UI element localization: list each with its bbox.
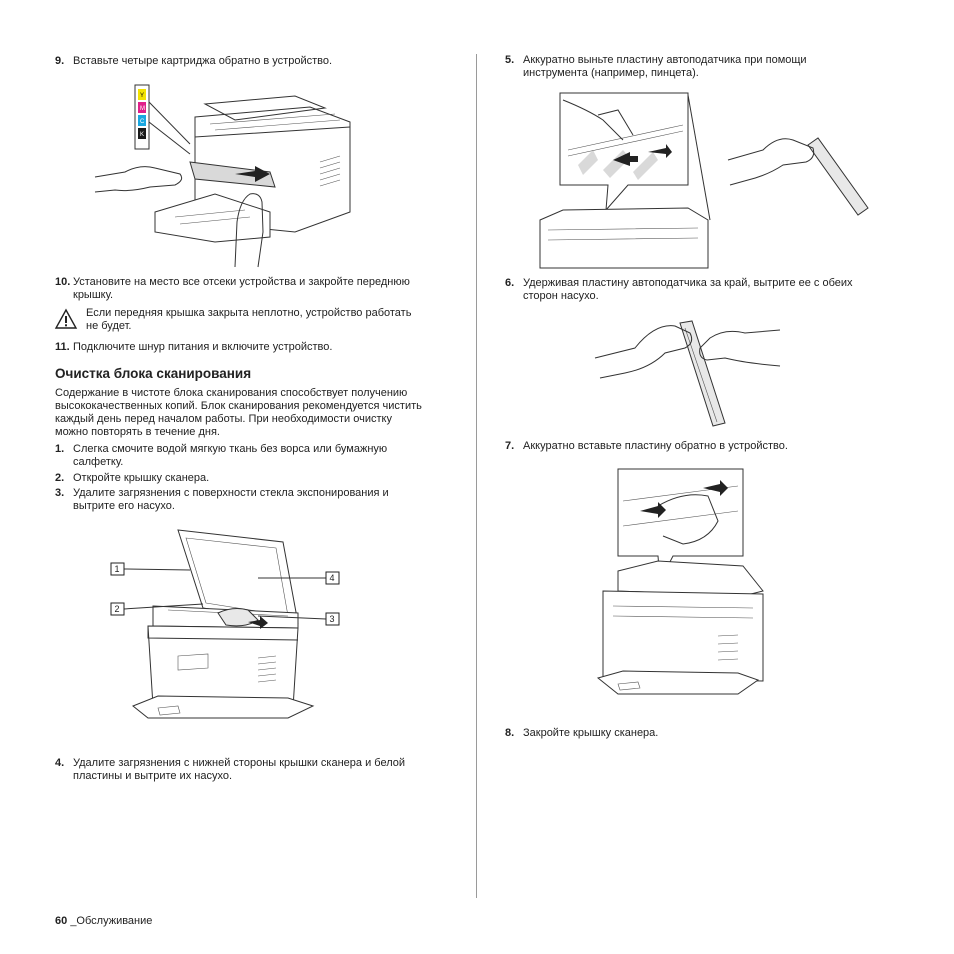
- section-title: Очистка блока сканирования: [55, 366, 252, 381]
- callout-2: 2: [110, 602, 125, 616]
- step-7: 7. Аккуратно вставьте пластину обратно в…: [505, 440, 788, 453]
- svg-text:1: 1: [115, 564, 120, 574]
- step-number: 8.: [505, 727, 515, 739]
- black-swatch: [138, 128, 146, 139]
- remove-adf-pad-illustration: [539, 92, 869, 269]
- step-number: 1.: [55, 443, 65, 455]
- list-item: 3. Удалите загрязнения с поверхности сте…: [55, 487, 389, 513]
- step-number: 6.: [505, 277, 515, 289]
- warning-text: Если передняя крышка закрыта неплотно, у…: [86, 307, 412, 332]
- open-scanner-illustration: 1 2 3 4: [110, 529, 340, 719]
- step-text: Слегка смочите водой мягкую ткань без во…: [73, 443, 388, 468]
- step-text: Аккуратно выньте пластину автоподатчика …: [523, 54, 807, 79]
- column-divider: [476, 54, 477, 898]
- step-number: 11.: [55, 341, 70, 353]
- step-text: Откройте крышку сканера.: [73, 472, 210, 484]
- step-text: Вставьте четыре картриджа обратно в устр…: [73, 55, 333, 67]
- step-text: Удерживая пластину автоподатчика за край…: [523, 277, 853, 302]
- list-item: 1. Слегка смочите водой мягкую ткань без…: [55, 443, 387, 469]
- page-footer: 60 _Обслуживание: [55, 915, 152, 928]
- magenta-swatch: [138, 102, 146, 113]
- list-item: 2. Откройте крышку сканера.: [55, 472, 209, 485]
- label-y: Y: [140, 93, 144, 99]
- step-text: Удалите загрязнения с нижней стороны кры…: [73, 757, 406, 782]
- warning-icon: [54, 308, 78, 329]
- step-number: 10.: [55, 276, 71, 288]
- step-11: 11. Подключите шнур питания и включите у…: [55, 341, 332, 354]
- step-number: 4.: [55, 757, 65, 769]
- step-number: 3.: [55, 487, 65, 499]
- svg-text:3: 3: [330, 614, 335, 624]
- step-9: 9. Вставьте четыре картриджа обратно в у…: [55, 55, 332, 68]
- step-8: 8. Закройте крышку сканера.: [505, 727, 658, 740]
- step-text: Подключите шнур питания и включите устро…: [73, 341, 333, 353]
- svg-text:4: 4: [330, 573, 335, 583]
- wipe-adf-pad-illustration: [594, 320, 781, 427]
- step-number: 2.: [55, 472, 65, 484]
- step-text: Аккуратно вставьте пластину обратно в ус…: [523, 440, 788, 452]
- svg-text:2: 2: [115, 604, 120, 614]
- step-10: 10. Установите на место все отсеки устро…: [55, 276, 450, 302]
- step-text: Закройте крышку сканера.: [523, 727, 659, 739]
- yellow-swatch: [138, 89, 146, 100]
- step-number: 5.: [505, 54, 515, 66]
- page-number: 60: [55, 915, 68, 927]
- footer-section: _Обслуживание: [70, 915, 153, 927]
- step-text: Удалите загрязнения с поверхности стекла…: [73, 487, 389, 512]
- cyan-swatch: [138, 115, 146, 126]
- step-6: 6. Удерживая пластину автоподатчика за к…: [505, 277, 853, 303]
- step-4: 4. Удалите загрязнения с нижней стороны …: [55, 757, 405, 783]
- cartridge-insert-illustration: Y M C K: [94, 84, 351, 268]
- step-number: 9.: [55, 55, 65, 67]
- step-text: Установите на место все отсеки устройств…: [73, 276, 410, 301]
- callout-1: 1: [110, 562, 125, 576]
- callout-3: 3: [325, 612, 340, 626]
- label-m: M: [140, 106, 145, 112]
- step-5: 5. Аккуратно выньте пластину автоподатчи…: [505, 54, 807, 80]
- callout-4: 4: [325, 571, 340, 585]
- insert-adf-pad-illustration: [596, 468, 764, 695]
- step-number: 7.: [505, 440, 515, 452]
- label-c: C: [140, 119, 145, 125]
- section-intro: Содержание в чистоте блока сканирования …: [55, 387, 422, 438]
- label-k: K: [140, 132, 144, 138]
